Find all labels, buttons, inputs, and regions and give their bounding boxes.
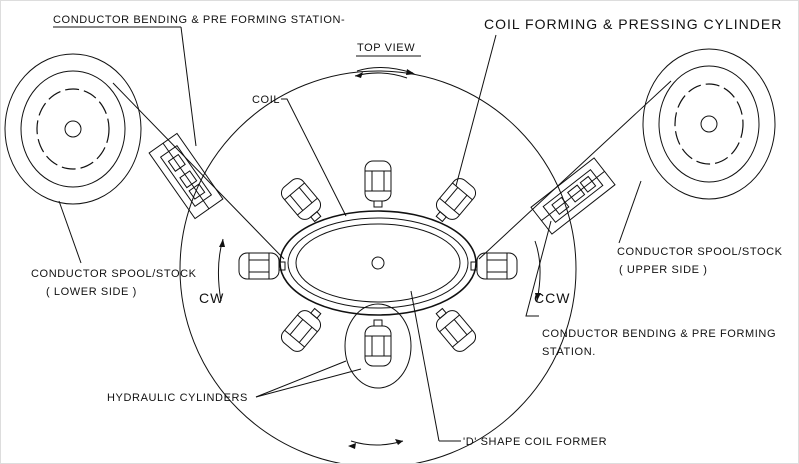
d-shape-coil-former (279, 210, 477, 316)
conductor-right (478, 80, 672, 260)
rotation-arrows (217, 67, 541, 449)
label-station-left: CONDUCTOR BENDING & PRE FORMING STATION- (53, 14, 345, 26)
label-spool-left-1: CONDUCTOR SPOOL/STOCK (31, 268, 197, 280)
label-spool-left-2: ( LOWER SIDE ) (46, 286, 137, 298)
bending-station-left (148, 132, 224, 220)
label-spool-right-2: ( UPPER SIDE ) (619, 264, 707, 276)
conductor-left (112, 82, 285, 260)
label-former: 'D' SHAPE COIL FORMER (463, 436, 607, 448)
label-ccw: CCW (534, 290, 570, 306)
rotary-table (179, 70, 577, 463)
label-station-right-1: CONDUCTOR BENDING & PRE FORMING (542, 328, 776, 340)
label-hydraulic: HYDRAULIC CYLINDERS (107, 392, 248, 404)
label-spool-right-1: CONDUCTOR SPOOL/STOCK (617, 246, 783, 258)
label-cylinder-title: COIL FORMING & PRESSING CYLINDER (484, 16, 782, 32)
label-cw: CW (199, 290, 224, 306)
leader-lines (53, 26, 642, 442)
spool-lower-side (4, 53, 142, 205)
bending-station-right (530, 157, 616, 235)
view-title: TOP VIEW (357, 42, 415, 54)
spool-upper-side (642, 48, 776, 200)
label-coil: COIL (252, 94, 280, 106)
label-station-right-2: STATION. (542, 346, 596, 358)
cylinder-highlight (344, 303, 412, 389)
